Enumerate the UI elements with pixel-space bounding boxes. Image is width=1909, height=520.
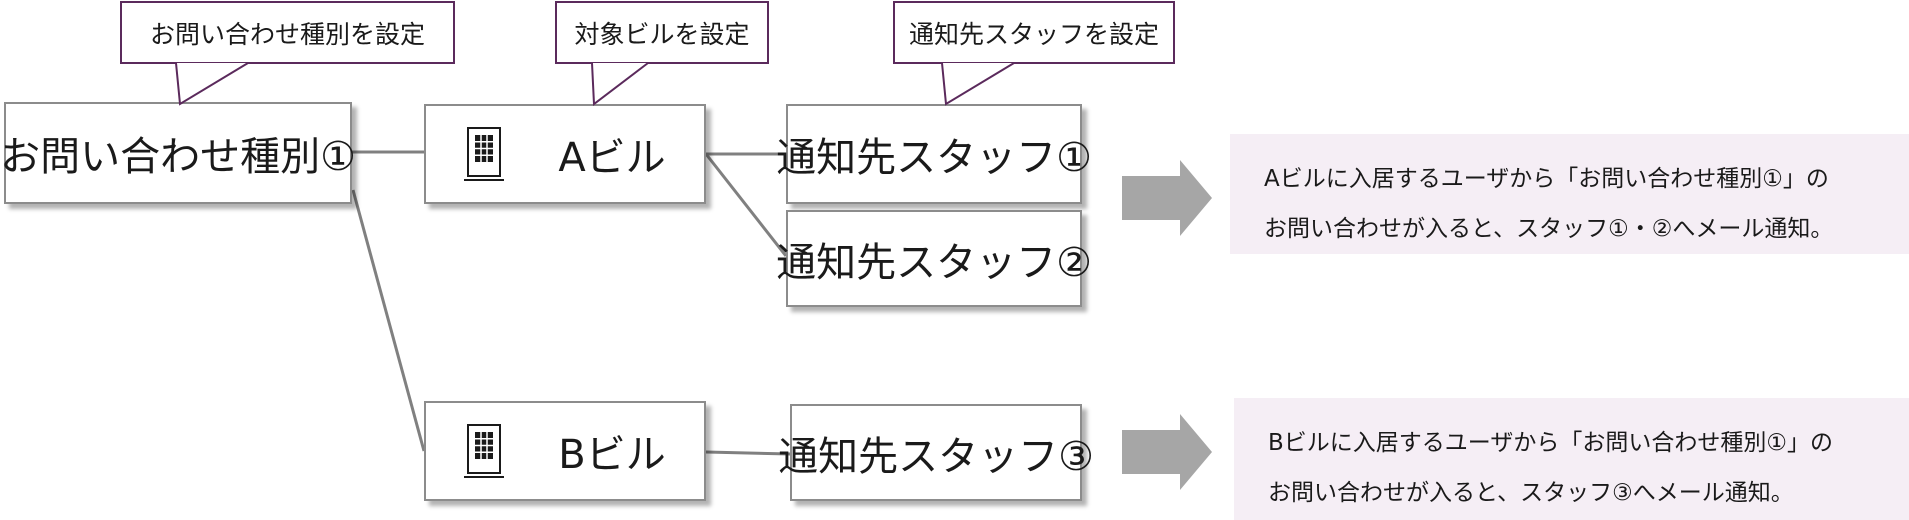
callout-inquiry-type: お問い合わせ種別を設定 — [120, 1, 455, 64]
node-staff-3: 通知先スタッフ③ — [778, 404, 1094, 501]
note-building-a-line2: お問い合わせが入ると、スタッフ①・②へメール通知。 — [1264, 216, 1834, 242]
node-staff-1-label: 通知先スタッフ① — [776, 135, 1092, 181]
note-building-b-line2: お問い合わせが入ると、スタッフ③へメール通知。 — [1268, 480, 1794, 506]
node-staff-3-label: 通知先スタッフ③ — [778, 433, 1094, 480]
connector-building-a-to-staff-2 — [704, 153, 788, 257]
note-building-a: Aビルに入居するユーザから「お問い合わせ種別①」の お問い合わせが入ると、スタッ… — [1230, 134, 1909, 254]
node-staff-2-label: 通知先スタッフ② — [776, 239, 1092, 286]
note-building-b: Bビルに入居するユーザから「お問い合わせ種別①」の お問い合わせが入ると、スタッ… — [1234, 398, 1909, 520]
node-building-a-label: Aビル — [558, 135, 666, 181]
callout-target-building: 対象ビルを設定 — [555, 1, 769, 64]
note-building-a-line1: Aビルに入居するユーザから「お問い合わせ種別①」の — [1264, 166, 1829, 192]
callout-inquiry-type-label: お問い合わせ種別を設定 — [149, 19, 425, 49]
callout-notify-staff: 通知先スタッフを設定 — [893, 1, 1175, 64]
callout-notify-staff-label: 通知先スタッフを設定 — [908, 19, 1159, 49]
node-building-a: Aビル — [424, 104, 706, 204]
callout-target-building-label: 対象ビルを設定 — [574, 19, 750, 49]
building-icon — [464, 424, 505, 478]
callout-tail-inquiry-type — [175, 62, 249, 106]
connector-building-b-to-staff-3 — [705, 450, 791, 456]
callout-tail-target-building — [591, 62, 649, 106]
arrow-right-icon — [1122, 160, 1212, 236]
node-building-b: Bビル — [424, 401, 706, 501]
node-staff-1: 通知先スタッフ① — [776, 104, 1092, 204]
arrow-right-icon — [1122, 414, 1212, 490]
node-inquiry-type-label: お問い合わせ種別① — [0, 134, 356, 180]
connector-inquiry-to-building-b — [351, 189, 426, 452]
note-building-b-line1: Bビルに入居するユーザから「お問い合わせ種別①」の — [1268, 430, 1833, 456]
node-inquiry-type: お問い合わせ種別① — [0, 102, 356, 204]
node-building-b-label: Bビル — [558, 432, 666, 478]
node-staff-2: 通知先スタッフ② — [776, 210, 1092, 307]
callout-tail-notify-staff — [941, 62, 1015, 106]
building-icon — [464, 127, 505, 181]
